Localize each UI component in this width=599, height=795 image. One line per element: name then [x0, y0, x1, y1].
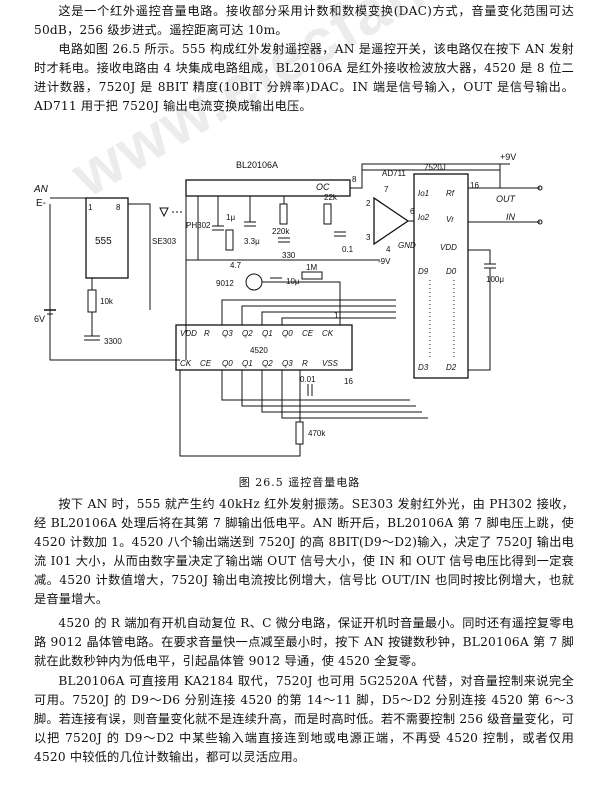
- pin-label-4: 4: [386, 245, 391, 254]
- e-minus-label: E-: [36, 198, 46, 209]
- pin-bot-2: Q0: [222, 359, 233, 368]
- bottom-pin-row: CK CE Q0 Q1 Q2 Q3 R VSS: [180, 359, 339, 368]
- pin-top-7: CK: [322, 329, 334, 338]
- resistor-22k: [323, 203, 332, 225]
- label-oc: OC: [316, 182, 330, 192]
- body-text-3: BL20106A 可直接用 KA2184 取代，7520J 也可用 5G2520…: [34, 674, 574, 764]
- label-3300: 3300: [104, 337, 122, 346]
- label-gnd: GND: [398, 241, 416, 250]
- label-0-1: 0.1: [342, 245, 354, 254]
- resistor-470k: [295, 421, 304, 445]
- ic-4520: [175, 324, 353, 371]
- label-d3: D3: [418, 363, 429, 372]
- figure-caption: 图 26.5 遥控音量电路: [238, 476, 361, 489]
- intro-text-2: 电路如图 26.5 所示。555 构成红外发射遥控器，AN 是遥控开关，该电路仅…: [34, 42, 574, 113]
- label-3-3u: 3.3μ: [244, 237, 260, 246]
- opamp-ad711: [373, 196, 410, 246]
- label-6v: 6V: [34, 314, 45, 324]
- label-22k: 22k: [324, 193, 338, 202]
- label-bl20106a: BL20106A: [236, 160, 278, 170]
- label-9012: 9012: [216, 279, 234, 288]
- label-470k: 470k: [308, 429, 326, 438]
- pin-top-1: R: [204, 329, 210, 338]
- label-plus9v: +9V: [500, 152, 516, 162]
- pin-top-5: Q0: [282, 329, 293, 338]
- intro-paragraph-2: 电路如图 26.5 所示。555 构成红外发射遥控器，AN 是遥控开关，该电路仅…: [34, 40, 574, 116]
- top-pin-row: VDD R Q3 Q2 Q1 Q0 CE CK: [180, 329, 334, 338]
- label-ad711: AD711: [382, 169, 406, 178]
- label-d0: D0: [446, 267, 457, 276]
- label-out: OUT: [496, 194, 517, 204]
- label-se303: SE303: [152, 237, 177, 246]
- pin-label-16: 16: [470, 181, 479, 190]
- label-4-7: 4.7: [230, 261, 242, 270]
- out-terminal: [537, 185, 543, 191]
- pin-top-4: Q1: [262, 329, 273, 338]
- body-text-2: 4520 的 R 端加有开机自动复位 R、C 微分电路，保证开机时音量最小。同时…: [34, 616, 574, 668]
- ir-led-se303: [159, 207, 169, 218]
- transistor-9012: [245, 273, 263, 291]
- pin-label-16-4520: 16: [344, 377, 353, 386]
- body-paragraph-1: 按下 AN 时，555 就产生约 40kHz 红外发射振荡。SE303 发射红外…: [34, 495, 574, 609]
- pin-bot-4: Q2: [262, 359, 273, 368]
- ic-555: [85, 197, 129, 279]
- pin-bot-1: CE: [200, 359, 212, 368]
- label-minus-9v: -9V: [378, 257, 391, 266]
- label-7520j: 7520J: [424, 163, 446, 172]
- pin-top-6: CE: [302, 329, 314, 338]
- resistor-10k: [87, 289, 97, 313]
- label-io2: Io2: [418, 213, 430, 222]
- circuit-diagram: 555 1 8 AN E- 10k 3300 6V SE303 PH302 BL…: [33, 152, 543, 457]
- pin-label-1-4520: 1: [334, 311, 339, 320]
- label-io1: Io1: [418, 189, 429, 198]
- resistor-1m: [301, 271, 323, 280]
- label-4520: 4520: [250, 346, 268, 355]
- label-555: 555: [95, 236, 112, 247]
- pin-top-0: VDD: [180, 329, 197, 338]
- pin-top-2: Q3: [222, 329, 233, 338]
- label-220k: 220k: [272, 227, 290, 236]
- label-ph302: PH302: [186, 221, 211, 230]
- resistor-4-7: [225, 229, 234, 251]
- pin-bot-0: CK: [180, 359, 192, 368]
- pin-label-1: 1: [88, 203, 93, 212]
- pin-bot-6: R: [302, 359, 308, 368]
- ic-7520j: [413, 173, 469, 379]
- pin-label-6: 6: [410, 207, 415, 216]
- label-vdd: VDD: [440, 243, 457, 252]
- body-paragraph-2: 4520 的 R 端加有开机自动复位 R、C 微分电路，保证开机时音量最小。同时…: [34, 614, 574, 671]
- pin-label-8b: 8: [352, 175, 357, 184]
- label-0-01: 0.01: [300, 375, 316, 384]
- label-1u: 1μ: [226, 213, 235, 222]
- pin-bot-5: Q3: [282, 359, 293, 368]
- label-330: 330: [282, 251, 296, 260]
- intro-text-1: 这是一个红外遥控音量电路。接收部分采用计数和数模变换(DAC)方式，音量变化范围…: [34, 4, 574, 37]
- pin-top-3: Q2: [242, 329, 253, 338]
- label-rf: Rf: [446, 189, 455, 198]
- body-text-1: 按下 AN 时，555 就产生约 40kHz 红外发射振荡。SE303 发射红外…: [34, 497, 574, 606]
- body-paragraph-3: BL20106A 可直接用 KA2184 取代，7520J 也可用 5G2520…: [34, 672, 574, 767]
- intro-paragraph-1: 这是一个红外遥控音量电路。接收部分采用计数和数模变换(DAC)方式，音量变化范围…: [34, 2, 574, 40]
- label-vr: Vr: [446, 215, 454, 224]
- in-terminal: [537, 219, 543, 225]
- label-d9: D9: [418, 267, 429, 276]
- label-1m: 1M: [306, 263, 317, 272]
- pin-label-2: 2: [366, 199, 371, 208]
- pin-label-7: 7: [384, 185, 389, 194]
- pin-bot-7: VSS: [322, 359, 339, 368]
- label-in: IN: [506, 212, 516, 222]
- pin-label-8: 8: [116, 203, 121, 212]
- label-100u: 100μ: [486, 275, 504, 284]
- pin-bot-3: Q1: [242, 359, 253, 368]
- label-10k: 10k: [100, 297, 114, 306]
- resistor-220k: [279, 203, 288, 225]
- an-label: AN: [33, 184, 49, 195]
- pin-label-3: 3: [366, 233, 371, 242]
- label-d2: D2: [446, 363, 457, 372]
